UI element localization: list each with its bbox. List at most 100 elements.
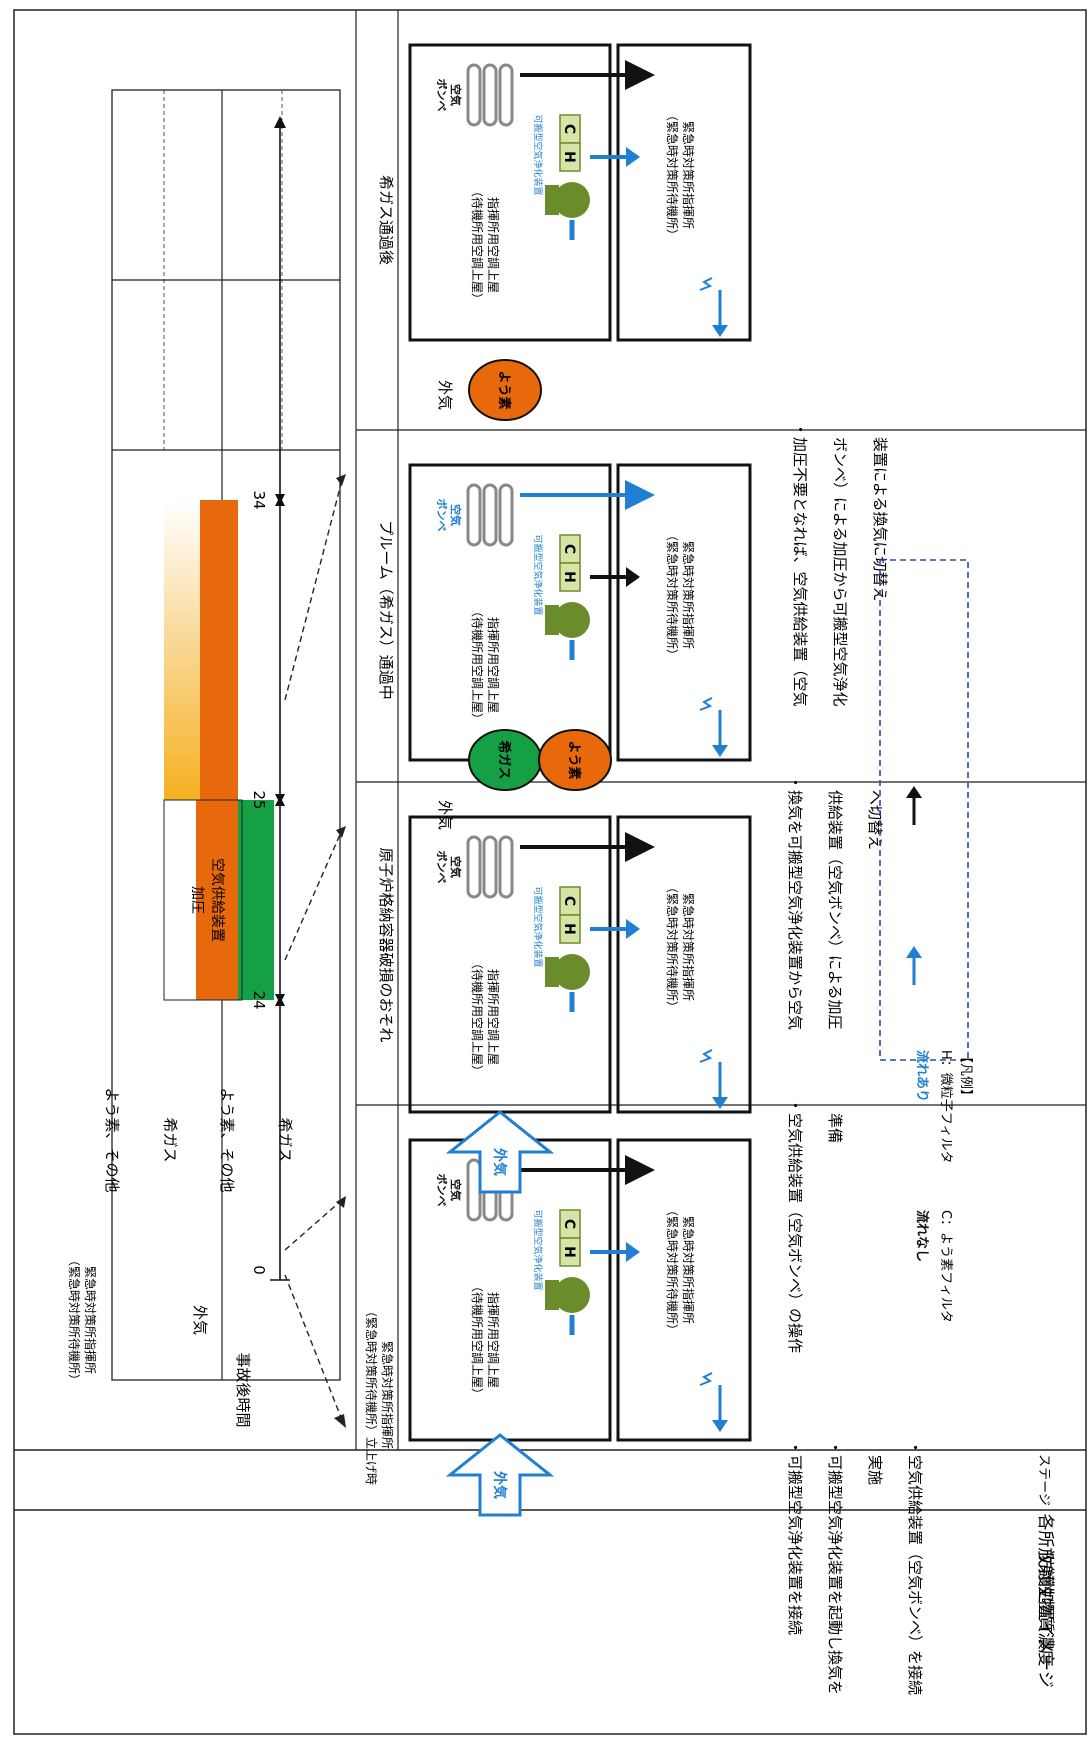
filter-c-text: C bbox=[561, 544, 577, 554]
upper-room-label-line2: （待機所用空調上屋） bbox=[470, 185, 485, 305]
iodine-circle bbox=[538, 729, 612, 791]
filter-h-box bbox=[559, 1237, 581, 1267]
tick-34-label: 34 bbox=[250, 490, 268, 509]
upper-room-label-line1: 指揮所用空調上屋 bbox=[486, 617, 501, 713]
outside-iodine: よう素、その他 bbox=[218, 1087, 236, 1192]
description-1-line4: ・空気供給装置（空気ボンベ）を接続 bbox=[906, 1440, 924, 1695]
tick-25-label: 25 bbox=[250, 790, 268, 809]
stage-title-4: 希ガス通過後 bbox=[377, 175, 395, 265]
air-cylinders-label-line2: ボンベ bbox=[435, 499, 449, 532]
legend-flow-no: 流れなし bbox=[914, 1210, 930, 1262]
filter-h-box bbox=[559, 562, 581, 592]
air-cylinders-icon bbox=[466, 63, 514, 127]
cylinder-flow-arrowhead bbox=[625, 60, 655, 90]
lower-room-label: 緊急時対策所指揮所（緊急時対策所待機所） bbox=[665, 881, 696, 1013]
exhaust-arrowhead bbox=[712, 745, 728, 757]
legend-flow-yes: 流れあり bbox=[914, 1050, 930, 1102]
iodine-circle-label: よう素 bbox=[566, 740, 582, 779]
noble-gas-bar bbox=[238, 800, 274, 1000]
air-cylinders-icon bbox=[466, 835, 514, 899]
filter-c-text: C bbox=[561, 1219, 577, 1229]
outside-noble-gas-text: 希ガス bbox=[276, 1117, 294, 1162]
air-supply-label-line2: 加圧 bbox=[189, 886, 205, 914]
description-1-line2: ・可搬型空気浄化装置を起動し換気を bbox=[826, 1440, 844, 1695]
leak-icon bbox=[699, 277, 713, 291]
stage-title-1: 緊急時対策所指揮所 （緊急時対策所待機所）立上げ時 bbox=[364, 1305, 395, 1485]
purifier-flow-arrowhead bbox=[626, 147, 640, 167]
stage-title-3-text: プルーム（希ガス）通過中 bbox=[377, 520, 395, 700]
lower-room-box bbox=[616, 1138, 752, 1442]
outside-air-label-text: 外気 bbox=[436, 800, 454, 830]
description-4-line3: 装置による換気に切替え bbox=[871, 422, 889, 602]
iodine-bar bbox=[196, 500, 238, 1000]
outside-air-arrow: 外気 bbox=[445, 1433, 555, 1517]
description-3-line1: ・換気を可搬型空気浄化装置から空気 bbox=[786, 775, 804, 1030]
filter-c-label: C bbox=[561, 124, 577, 134]
description-1-line3: 実施 bbox=[866, 1440, 884, 1485]
description-3-line3: へ切替え bbox=[866, 775, 884, 850]
air-cylinders-label-line2: ボンベ bbox=[435, 851, 449, 884]
air-cylinders-label: 空気ボンベ bbox=[435, 1174, 463, 1207]
tick-25: 25 bbox=[250, 790, 268, 809]
purifier-label-text: 可搬型空気浄化装置 bbox=[532, 1209, 544, 1290]
air-cylinders-label-line1: 空気 bbox=[449, 1179, 463, 1201]
exhaust-arrowhead bbox=[712, 1420, 728, 1432]
cylinder-flow-arrowhead bbox=[625, 480, 655, 510]
stage-title-2-text: 原子炉格納容器破損のおそれ bbox=[377, 847, 395, 1042]
upper-room-label-line2: （待機所用空調上屋） bbox=[470, 605, 485, 725]
fan-icon bbox=[554, 182, 590, 218]
filter-c-label: C bbox=[561, 1219, 577, 1229]
description-2: ・空気供給装置（空気ボンベ）の操作 準備 bbox=[786, 1098, 844, 1353]
legend: 【凡例】 H：微粒子フィルタ C：よう素フィルタ 流れあり 流れなし bbox=[879, 559, 973, 1323]
filter-c-text: C bbox=[561, 896, 577, 906]
tick-24: 24 bbox=[250, 990, 268, 1009]
purifier-label: 可搬型空気浄化装置 bbox=[532, 1209, 544, 1290]
facility-noble-gas: 希ガス bbox=[161, 1117, 179, 1162]
air-cylinders-label-line2: ボンベ bbox=[435, 1174, 449, 1207]
tick-24-label: 24 bbox=[250, 990, 268, 1009]
panel-1: 空気ボンベCH可搬型空気浄化装置指揮所用空調上屋（待機所用空調上屋）緊急時対策所… bbox=[408, 1138, 752, 1517]
air-cylinders-label-line1: 空気 bbox=[449, 856, 463, 878]
lower-room-label-line1: 緊急時対策所指揮所 bbox=[681, 121, 696, 229]
exhaust-arrowhead bbox=[712, 1097, 728, 1109]
filter-h-box bbox=[559, 914, 581, 944]
row-header-stage: ステージ bbox=[1036, 1454, 1051, 1506]
lower-room-box bbox=[616, 815, 752, 1114]
air-cylinders-label: 空気ボンベ bbox=[435, 851, 463, 884]
legend-title: 【凡例】 bbox=[958, 1050, 973, 1102]
panel-2: 空気ボンベCH可搬型空気浄化装置指揮所用空調上屋（待機所用空調上屋）緊急時対策所… bbox=[408, 815, 752, 1194]
iodine-circle-label: よう素 bbox=[496, 370, 512, 409]
outside-air-label-text: 外気 bbox=[436, 380, 454, 410]
air-cylinders-label-line1: 空気 bbox=[449, 84, 463, 106]
upper-room-label-line2: （待機所用空調上屋） bbox=[470, 1280, 485, 1400]
stage-title-2: 原子炉格納容器破損のおそれ bbox=[377, 847, 395, 1042]
purifier-label: 可搬型空気浄化装置 bbox=[532, 534, 544, 615]
description-3-line2: 供給装置（空気ボンベ）による加圧 bbox=[826, 775, 844, 1030]
fan-icon bbox=[554, 602, 590, 638]
lower-room-label: 緊急時対策所指揮所（緊急時対策所待機所） bbox=[665, 1204, 696, 1336]
stage-title-3: プルーム（希ガス）通過中 bbox=[377, 520, 395, 700]
air-cylinders-label: 空気ボンベ bbox=[435, 79, 463, 112]
air-cylinders-label: 空気ボンベ bbox=[435, 499, 463, 532]
lower-room-label-line2: （緊急時対策所待機所） bbox=[665, 1204, 680, 1336]
row-header-concentration-text: 各所放射性物質濃度 bbox=[1035, 1514, 1055, 1667]
fan-duct bbox=[545, 1280, 559, 1310]
outside-air-arrow-label: 外気 bbox=[491, 1471, 508, 1499]
tick-0: 0 bbox=[250, 1265, 268, 1275]
description-4: ・加圧不要となれば、空気供給装置（空気 ボンベ）による加圧から可搬型空気浄化 装… bbox=[791, 422, 889, 707]
panel-3: 空気ボンベCH可搬型空気浄化装置指揮所用空調上屋（待機所用空調上屋）緊急時対策所… bbox=[408, 463, 752, 830]
outside-noble-gas: 希ガス bbox=[276, 1117, 294, 1162]
upper-room-label: 指揮所用空調上屋（待機所用空調上屋） bbox=[470, 1280, 501, 1400]
outside-air-header-text: 外気 bbox=[191, 1305, 209, 1335]
fan-duct bbox=[545, 957, 559, 987]
description-1: ・可搬型空気浄化装置を接続 ・可搬型空気浄化装置を起動し換気を 実施 ・空気供給… bbox=[786, 1440, 924, 1695]
lower-room-label-line2: （緊急時対策所待機所） bbox=[665, 881, 680, 1013]
stage-arrowheads bbox=[334, 474, 346, 1428]
tick-34: 34 bbox=[250, 490, 268, 509]
fan-duct bbox=[545, 185, 559, 215]
timeline bbox=[270, 116, 290, 1281]
purifier-flow-arrowhead bbox=[626, 1242, 640, 1262]
upper-room-box bbox=[408, 43, 612, 342]
filter-h-text: H bbox=[561, 571, 577, 583]
